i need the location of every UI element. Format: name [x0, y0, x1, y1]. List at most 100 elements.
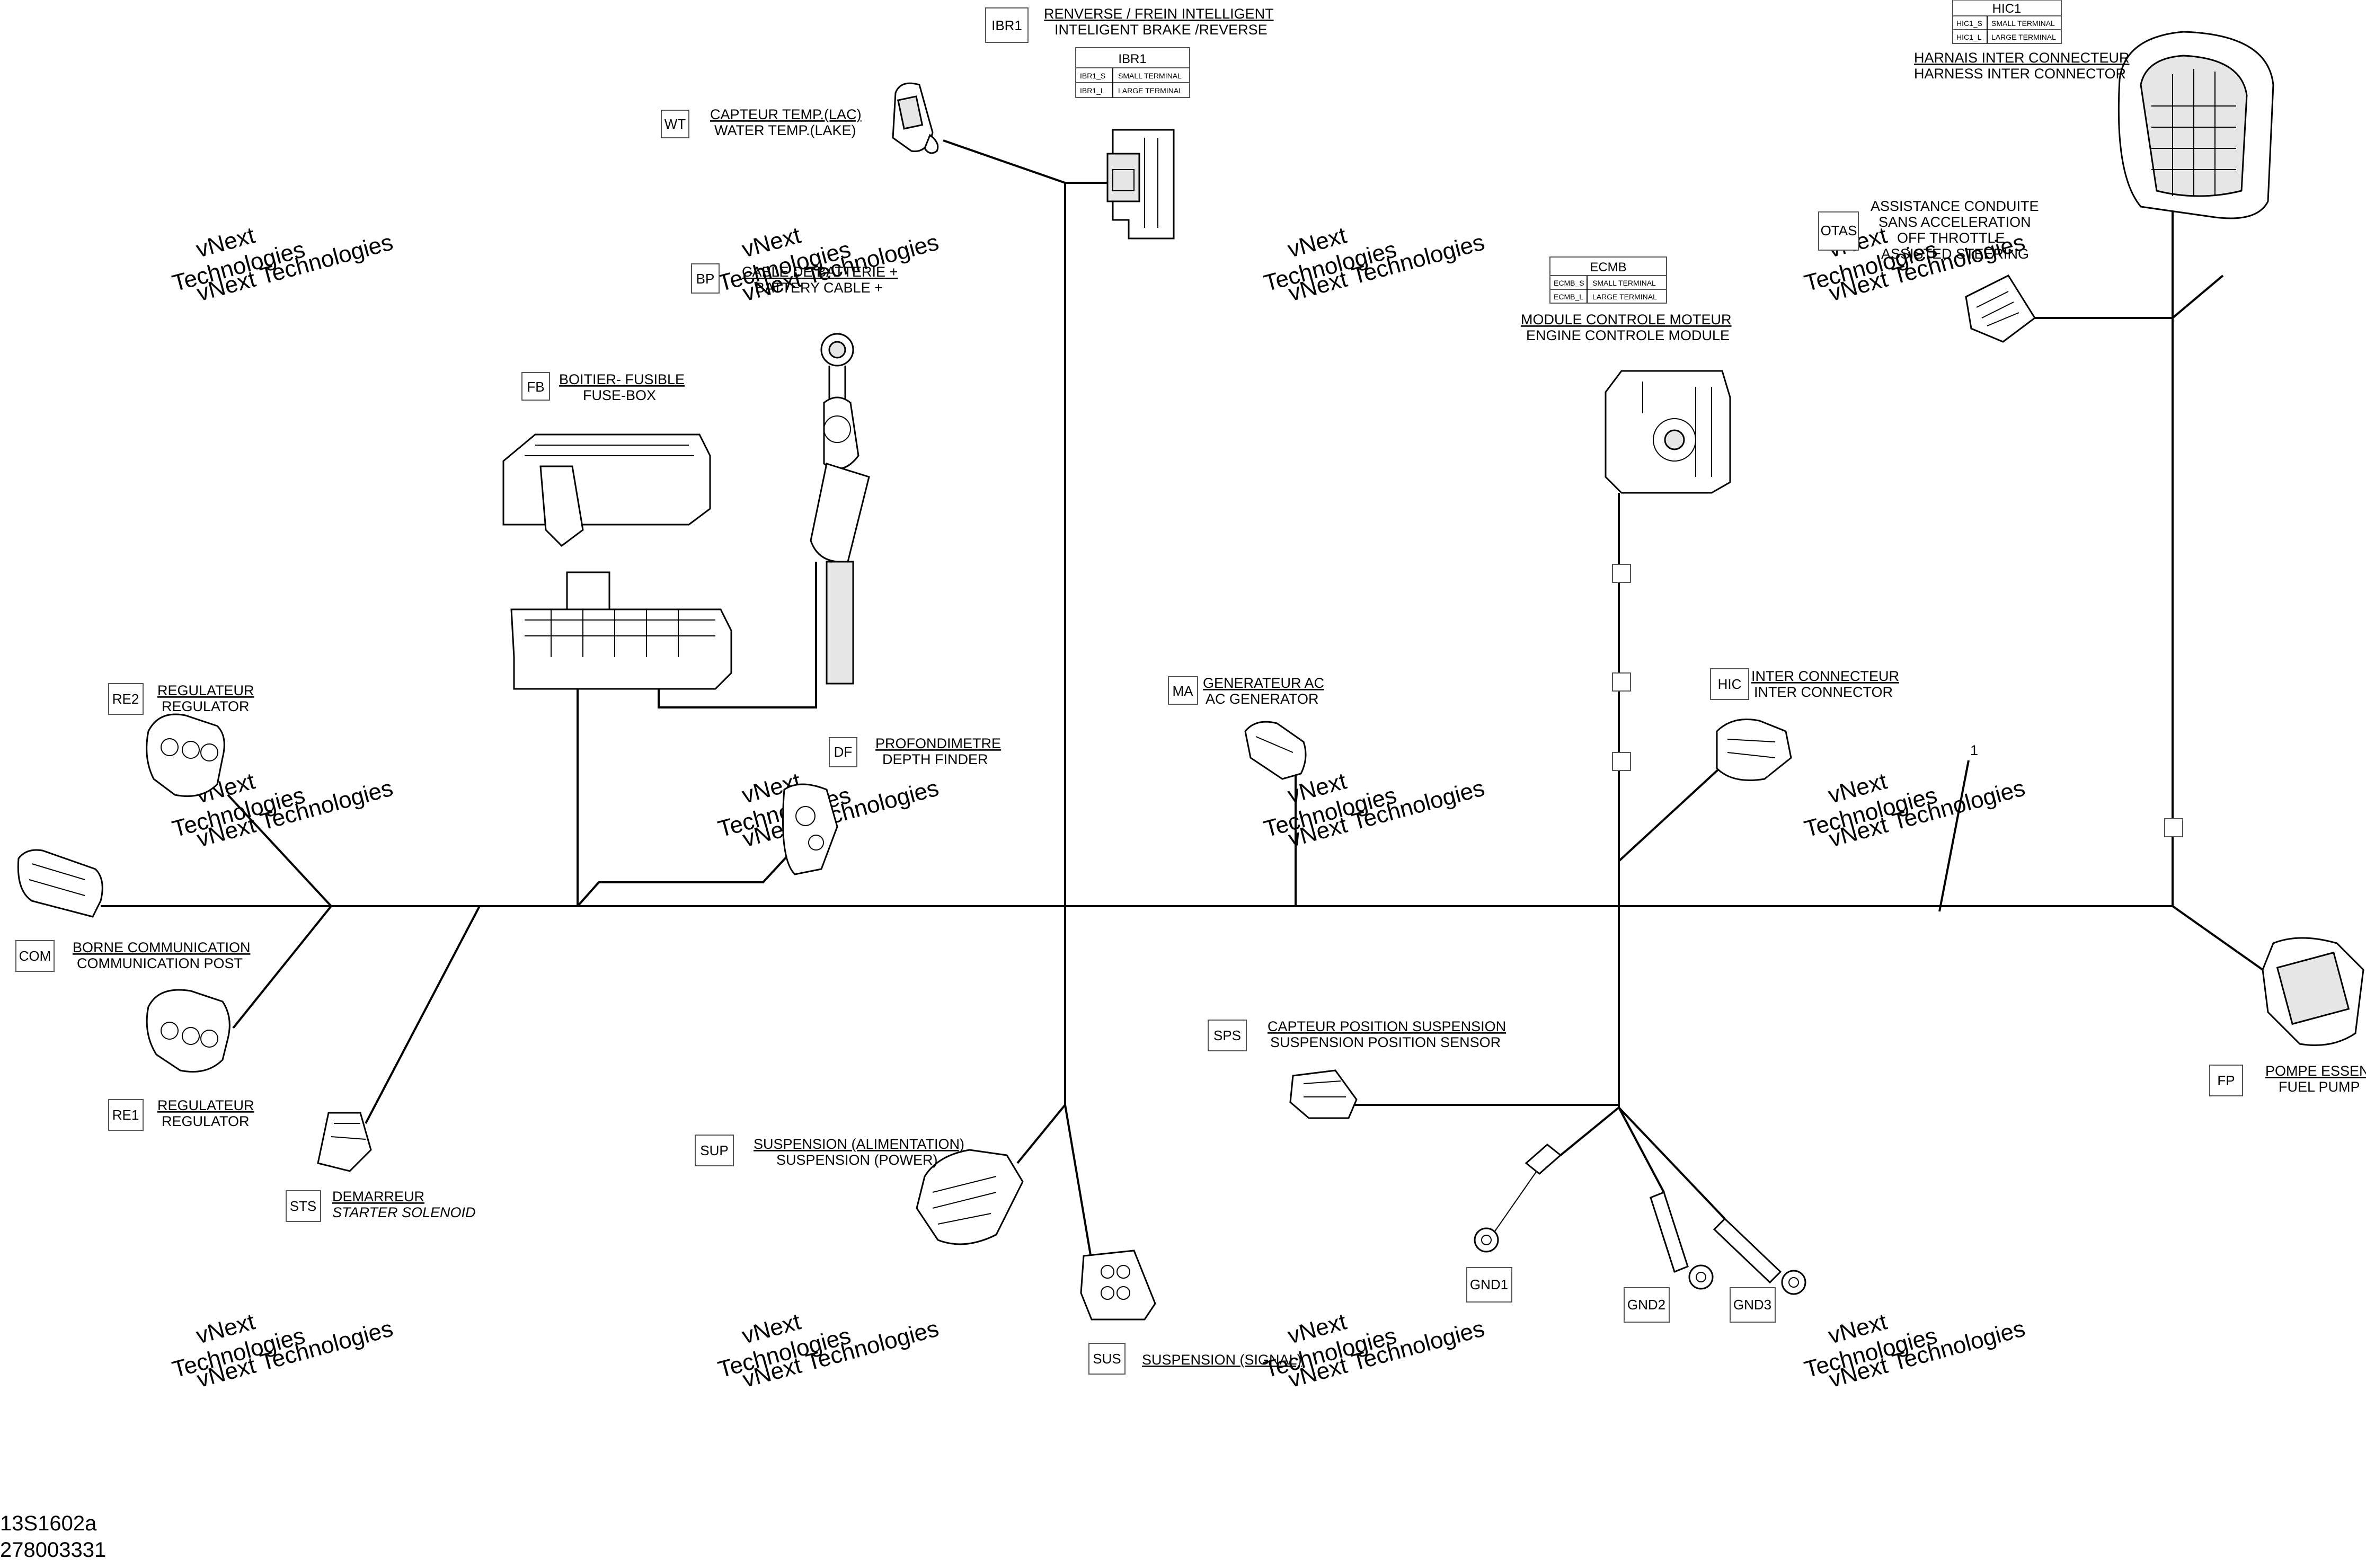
otas-label-fr1: ASSISTANCE CONDUITE	[1871, 198, 2039, 214]
ecmb-table-cell: SMALL TERMINAL	[1592, 279, 1656, 287]
wt-code: WT	[664, 116, 686, 132]
watermark: vNext Technologies vNext Technologies	[715, 1308, 942, 1393]
hic-label-en: INTER CONNECTOR	[1754, 684, 1893, 700]
wire-marker	[1612, 564, 1631, 583]
fb-label-group: FB BOITIER- FUSIBLE FUSE-BOX	[521, 371, 685, 403]
sup-branch-wire	[1016, 1104, 1066, 1164]
sus-code: SUS	[1093, 1351, 1121, 1367]
hic1-table-cell: HIC1_L	[1956, 33, 1982, 41]
hic-code: HIC	[1718, 676, 1742, 692]
fb-label-fr: BOITIER- FUSIBLE	[559, 371, 685, 387]
ecmb-table-cell: ECMB_S	[1554, 279, 1584, 287]
sps-connector	[1289, 1069, 1358, 1119]
hic-label-group: HIC INTER CONNECTEUR INTER CONNECTOR	[1710, 668, 1899, 700]
otas-label-fr2: SANS ACCELERATION	[1878, 214, 2031, 230]
watermark-group: vNext Technologies vNext Technologies vN…	[170, 222, 2028, 1393]
gnd1-terminal	[1474, 1144, 1562, 1253]
df-branch-wire	[577, 847, 796, 907]
otas-label-en2: ASSISTED STEERING	[1881, 246, 2029, 262]
fp-label-fr: POMPE ESSENCE	[2265, 1063, 2366, 1079]
ecmb-label-fr: MODULE CONTROLE MOTEUR	[1521, 312, 1732, 327]
ma-code: MA	[1173, 683, 1194, 699]
sps-label-en: SUSPENSION POSITION SENSOR	[1270, 1034, 1501, 1050]
ecmb-table-title: ECMB	[1590, 260, 1626, 274]
hic1-table-cell: LARGE TERMINAL	[1991, 33, 2056, 41]
gnd3-terminal	[1713, 1217, 1806, 1295]
sup-label-en: SUSPENSION (POWER)	[776, 1152, 938, 1168]
gnd1-label-group: GND1	[1466, 1267, 1512, 1303]
gnd2-code: GND2	[1627, 1297, 1665, 1313]
wt-branch-wire	[943, 139, 1113, 184]
gnd1-branch-wire	[1559, 1106, 1620, 1156]
re2-code: RE2	[112, 691, 139, 707]
otas-label-en1: OFF THROTTLE	[1897, 230, 2005, 246]
sts-connector	[317, 1112, 372, 1172]
re1-branch-wire	[232, 905, 332, 1029]
hic1-label-group: HIC1 HIC1_S SMALL TERMINAL HIC1_L LARGE …	[1914, 0, 2130, 82]
wt-label-en: WATER TEMP.(LAKE)	[714, 122, 856, 138]
hic-label-fr: INTER CONNECTEUR	[1751, 668, 1899, 684]
sts-label-group: STS DEMARREUR STARTER SOLENOID	[286, 1189, 476, 1222]
re2-label-en: REGULATOR	[162, 698, 250, 714]
sps-code: SPS	[1213, 1027, 1241, 1043]
watermark: vNext Technologies vNext Technologies	[1802, 1308, 2028, 1393]
otas-sensor	[1965, 274, 2036, 343]
watermark: vNext Technologies vNext Technologies	[1261, 222, 1487, 306]
wire-marker	[1612, 752, 1631, 771]
otas-label-group: OTAS ASSISTANCE CONDUITE SANS ACCELERATI…	[1818, 198, 2039, 262]
re1-label-en: REGULATOR	[162, 1113, 250, 1129]
hic-branch-wire	[1618, 767, 1721, 862]
hic1-table-cell: SMALL TERMINAL	[1991, 19, 2055, 28]
hic1-table-title: HIC1	[1992, 2, 2022, 16]
ibr1-label-en: INTELIGENT BRAKE /REVERSE	[1054, 22, 1268, 38]
com-connector	[17, 849, 103, 918]
sus-connector	[1080, 1250, 1156, 1321]
sup-code: SUP	[700, 1142, 728, 1158]
ma-label-en: AC GENERATOR	[1206, 691, 1319, 707]
bp-label-group: BP CABLE DE BATTERIE + BATTERY CABLE +	[691, 263, 898, 296]
re2-label-group: RE2 REGULATEUR REGULATOR	[108, 683, 254, 715]
com-code: COM	[19, 948, 51, 964]
watermark: vNext Technologies vNext Technologies	[1261, 1308, 1487, 1393]
ecmb-table-cell: ECMB_L	[1554, 293, 1583, 301]
ibr1-code: IBR1	[991, 17, 1022, 33]
callout-number: 1	[1970, 742, 1978, 758]
ma-connector	[1244, 721, 1307, 780]
re1-label-fr: REGULATEUR	[157, 1097, 254, 1113]
ibr1-table-cell: SMALL TERMINAL	[1118, 72, 1182, 80]
com-label-fr: BORNE COMMUNICATION	[73, 940, 251, 955]
otas-code: OTAS	[1821, 223, 1857, 238]
fp-label-en: FUEL PUMP	[2279, 1079, 2360, 1095]
df-code: DF	[834, 744, 853, 760]
sup-connector	[916, 1149, 1024, 1245]
fp-code: FP	[2217, 1073, 2235, 1088]
hic1-connector	[2117, 31, 2274, 219]
watermark: vNext Technologies vNext Technologies	[170, 222, 396, 306]
gnd2-terminal	[1650, 1191, 1714, 1290]
hic-connector	[1716, 719, 1792, 781]
ma-label-group: MA GENERATEUR AC AC GENERATOR	[1168, 675, 1324, 707]
wt-label-group: WT CAPTEUR TEMP.(LAC) WATER TEMP.(LAKE)	[661, 107, 862, 138]
fp-label-group: FP POMPE ESSENCE FUEL PUMP	[2209, 1063, 2366, 1096]
wire-marker	[2164, 818, 2183, 837]
gnd2-branch-wire	[1618, 1107, 1665, 1193]
sps-label-fr: CAPTEUR POSITION SUSPENSION	[1268, 1018, 1506, 1034]
re1-connector	[146, 989, 231, 1073]
fb-label-en: FUSE-BOX	[583, 387, 656, 403]
ecmb-label-group: ECMB ECMB_S SMALL TERMINAL ECMB_L LARGE …	[1521, 256, 1732, 343]
sps-label-group: SPS CAPTEUR POSITION SUSPENSION SUSPENSI…	[1208, 1018, 1506, 1051]
sts-label-fr: DEMARREUR	[332, 1189, 424, 1204]
ibr1-connector	[1106, 129, 1175, 240]
sts-branch-wire	[365, 906, 481, 1124]
sup-label-group: SUP SUSPENSION (ALIMENTATION) SUSPENSION…	[695, 1135, 964, 1168]
gnd1-code: GND1	[1470, 1277, 1508, 1292]
fp-branch-wire	[2172, 905, 2264, 971]
sus-label-fr: SUSPENSION (SIGNAL)	[1142, 1352, 1302, 1368]
ecmb-label-en: ENGINE CONTROLE MODULE	[1526, 327, 1730, 343]
callout-leader-line	[1938, 760, 1970, 912]
sts-label-en: STARTER SOLENOID	[332, 1204, 476, 1220]
ibr1-table-title: IBR1	[1118, 52, 1146, 66]
watermark: vNext Technologies vNext Technologies	[1802, 768, 2028, 852]
fuse-box	[502, 433, 732, 690]
